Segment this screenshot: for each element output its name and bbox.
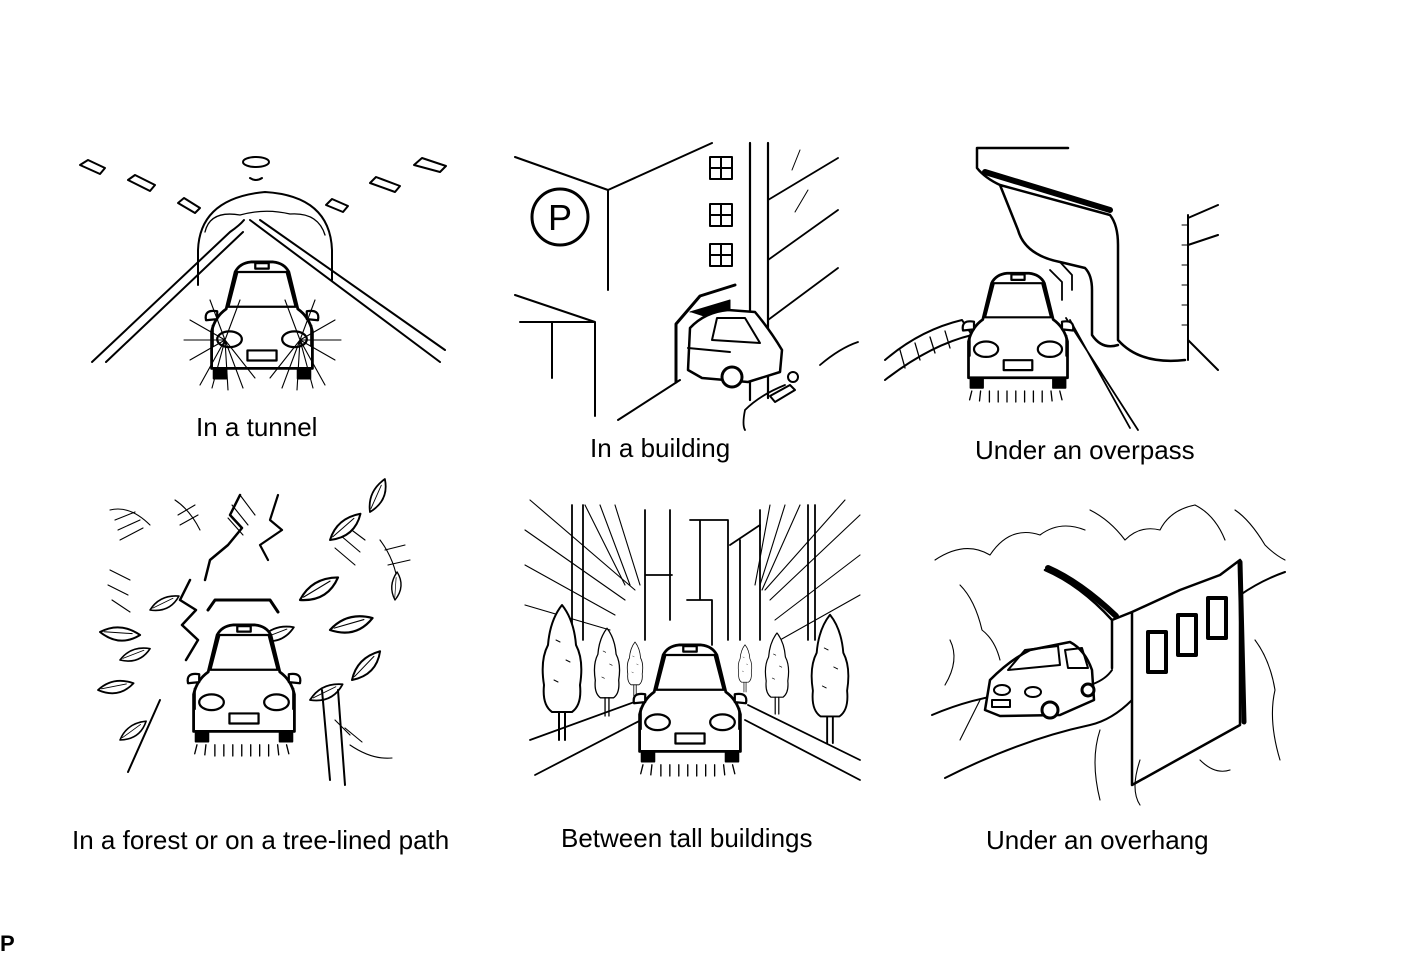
overpass-deck xyxy=(975,146,1187,362)
caption-forest: In a forest or on a tree-lined path xyxy=(72,825,450,855)
overhang-scene xyxy=(931,504,1286,806)
parking-sign-letter: P xyxy=(548,197,572,238)
tall-buildings-scene xyxy=(524,499,861,781)
forest-hatching xyxy=(107,494,411,759)
overpass-scene xyxy=(884,146,1219,431)
caption-tall-buildings: Between tall buildings xyxy=(561,823,813,853)
tunnel-car xyxy=(204,260,320,380)
tall-buildings xyxy=(571,504,816,646)
parking-sign: P xyxy=(530,187,590,247)
building-car xyxy=(686,308,784,389)
caption-overpass: Under an overpass xyxy=(975,435,1195,465)
guard-rail xyxy=(884,319,973,381)
rock-texture xyxy=(934,504,1286,806)
tunnel-scene xyxy=(79,156,447,391)
figure-id: P xyxy=(0,931,15,956)
building-scene: P xyxy=(514,141,859,431)
tall-buildings-car xyxy=(632,643,748,778)
building-perspective-lines xyxy=(524,499,861,641)
building-windows xyxy=(709,156,733,267)
tunnel-arch xyxy=(197,191,333,286)
overhang-windows xyxy=(1146,596,1228,674)
tunnel-road xyxy=(91,219,446,363)
parking-building xyxy=(514,142,713,421)
forest-scene xyxy=(96,476,411,786)
headlight-glow xyxy=(183,299,342,391)
overhang-structure xyxy=(1043,558,1242,787)
tunnel-ceiling-lights xyxy=(79,156,447,214)
forest-car xyxy=(186,598,302,758)
overpass-car xyxy=(961,271,1075,404)
caption-overhang: Under an overhang xyxy=(986,825,1209,855)
caption-tunnel: In a tunnel xyxy=(196,412,318,442)
caption-building: In a building xyxy=(590,433,731,463)
overhang-car xyxy=(983,640,1096,720)
